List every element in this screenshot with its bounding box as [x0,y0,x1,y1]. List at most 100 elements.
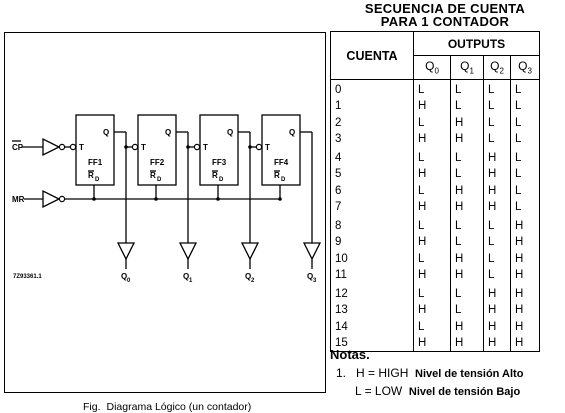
count-cell: 2 [335,116,342,129]
output-cell: H [515,304,524,317]
ff-t-label: T [265,143,270,152]
output-cell: L [515,152,522,164]
note-1-number: 1. [336,366,347,380]
ff-rd-label: R [212,171,218,180]
output-col-header-2: Q2 [483,55,511,80]
note-1-code: H = HIGH [356,366,409,380]
output-cell: H [515,252,524,265]
count-cell: 3 [335,132,342,145]
output-cell: L [488,252,495,265]
table-title-line2: PARA 1 CONTADOR [380,14,510,29]
output-cell: H [418,132,427,145]
output-cell: L [418,84,425,96]
output-cell: H [515,336,524,349]
output-cell: H [418,268,427,281]
ff-name-label: FF1 [88,158,103,167]
output-cell: H [455,268,464,281]
count-cell: 13 [335,304,348,317]
count-cell: 9 [335,236,342,249]
output-buffer-icon-1 [178,242,198,261]
count-cell: 1 [335,100,342,113]
output-cell: L [515,116,522,129]
cuenta-header: CUENTA [330,31,414,80]
flipflop-box-2 [137,114,177,186]
table-title-line1: SECUENCIA DE CUENTA [364,1,526,16]
output-label-sub: 1 [189,278,193,284]
output-cell: H [515,288,524,300]
count-cell: 11 [335,268,347,281]
output-cell: H [455,200,464,213]
junction-dot [92,197,96,201]
junction-dot [278,197,282,201]
output-cell: L [418,252,425,265]
count-cell: 14 [335,320,348,333]
output-label: Q [121,272,127,281]
output-label: Q [183,272,189,281]
output-cell: H [515,220,524,232]
output-cell: L [515,200,522,213]
ff-rd-sub: D [95,177,100,183]
output-cell: H [488,336,497,349]
output-cell: H [418,236,427,249]
output-col-header-0: Q0 [413,55,451,80]
output-cell: H [488,200,497,213]
ff-q-label: Q [289,128,295,137]
output-cell: L [418,184,425,197]
output-cell: L [515,132,522,145]
output-buffer-icon-0 [116,242,136,261]
flipflop-box-1 [75,114,115,186]
cp-buffer-icon [42,137,61,157]
output-cell: H [455,320,464,333]
output-label: Q [307,272,313,281]
output-cell: H [515,236,524,249]
output-cell: L [418,152,425,164]
cp-inverter-bubble [58,143,66,151]
output-cell: L [488,116,495,129]
output-cell: L [488,100,495,113]
output-cell: L [488,220,495,232]
notes-title: Notas. [330,347,370,362]
output-cell: L [488,236,495,249]
mr-inverter-bubble [58,195,66,203]
output-cell: H [418,336,427,349]
output-cell: L [515,184,522,197]
output-cell: L [455,220,462,232]
output-cell: H [488,152,497,164]
flipflop-box-4 [261,114,301,186]
count-cell: 7 [335,200,342,213]
cp-label: CP [12,143,24,152]
output-cell: H [418,100,427,113]
junction-dot [154,197,158,201]
output-cell: H [455,252,464,265]
output-buffer-icon-2 [240,242,260,261]
output-cell: L [455,168,462,181]
output-cell: H [515,320,524,333]
output-cell: L [515,84,522,96]
ff-t-label: T [141,143,146,152]
note-2-desc: Nivel de tensión Bajo [408,386,521,398]
output-cell: L [418,320,425,333]
mr-buffer-icon [42,189,61,209]
output-cell: H [418,304,427,317]
output-label-sub: 0 [127,278,131,284]
note-1-desc: Nivel de tensión Alto [415,368,524,380]
count-cell: 15 [335,336,348,349]
count-cell: 6 [335,184,342,197]
ff-name-label: FF2 [150,158,165,167]
note-1: 1. H = HIGH Nivel de tensión Alto [336,366,523,380]
output-cell: H [455,116,464,129]
junction-dot [216,197,220,201]
outputs-header: OUTPUTS [413,31,540,56]
output-col-header-3: Q3 [510,55,540,80]
count-cell: 12 [335,288,348,300]
ff-rd-sub: D [157,177,162,183]
output-cell: H [455,132,464,145]
flipflop-box-3 [199,114,239,186]
